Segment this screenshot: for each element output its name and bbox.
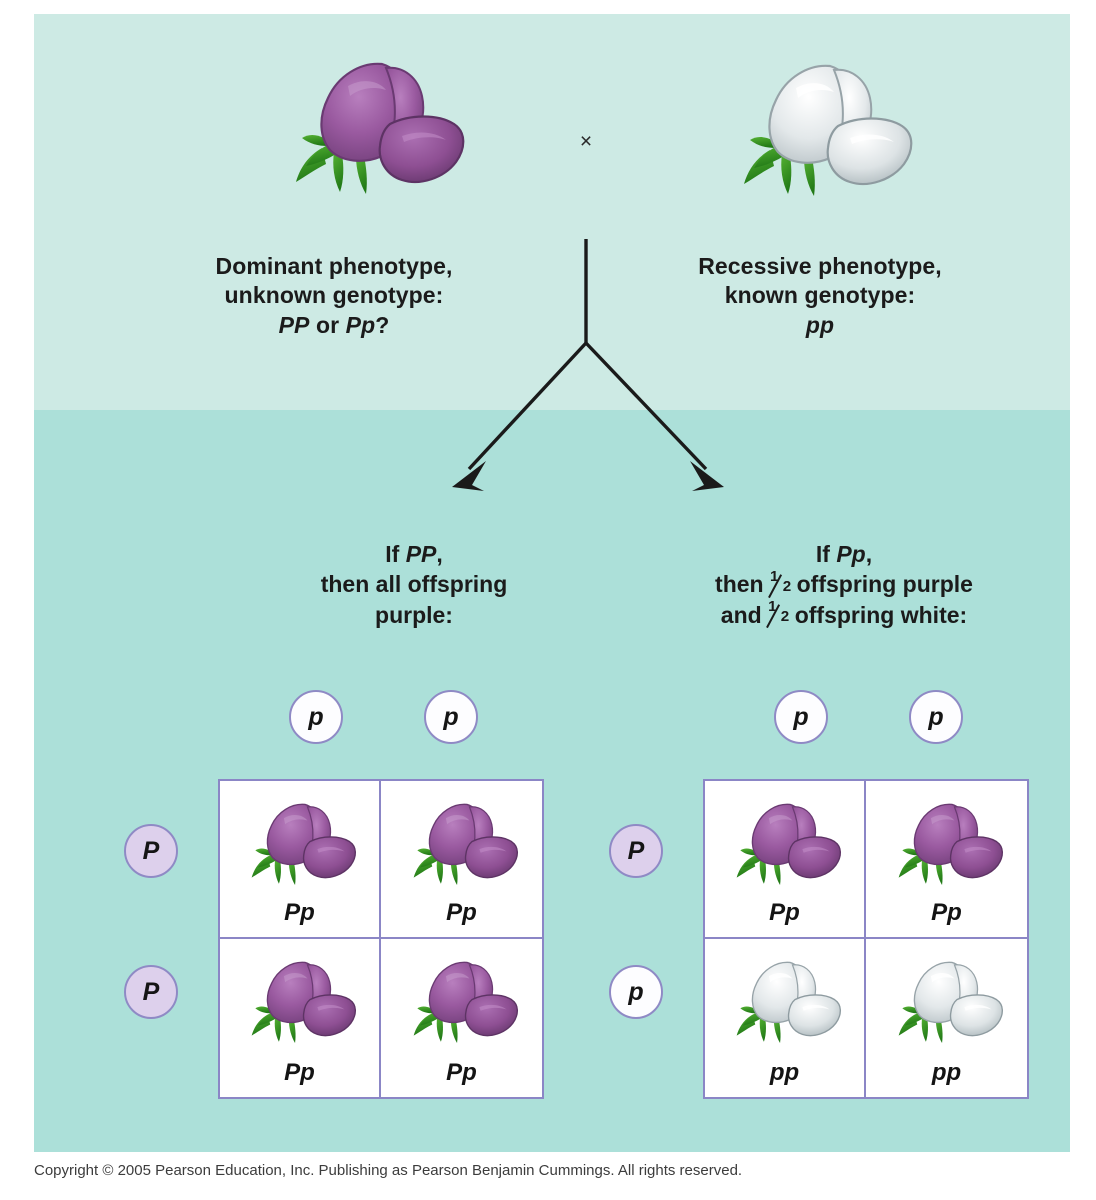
- recessive-caption-line1: Recessive phenotype,: [698, 253, 942, 279]
- dominant-genotype-conjunction: or: [309, 311, 346, 338]
- upper-background-band: [34, 14, 1070, 410]
- pp-het-line2-suffix: offspring purple: [790, 571, 973, 598]
- dominant-caption-line1: Dominant phenotype,: [215, 253, 453, 279]
- pp-punnett-grid: Pp Pp Pp Pp: [218, 779, 544, 1099]
- dominant-caption-genotype: PP or Pp?: [144, 311, 524, 340]
- pp-cell-4-flower: [407, 955, 531, 1047]
- pp-branch-if: If: [385, 541, 406, 567]
- pp-het-top-allele-2: p: [909, 690, 963, 744]
- pp-cell-1-flower: [245, 797, 369, 889]
- pp-side-allele-1: P: [124, 824, 178, 878]
- pp-branch-genotype: PP: [405, 541, 437, 567]
- pp-cell-2-flower: [407, 797, 531, 889]
- pp-het-cell-4-genotype: pp: [931, 1059, 962, 1086]
- pp-top-allele-1: p: [289, 690, 343, 744]
- pp-branch-comma: ,: [436, 541, 443, 567]
- pp-het-cell-2-flower: [892, 797, 1016, 889]
- recessive-caption-line2: known genotype:: [724, 282, 916, 309]
- dominant-genotype-option-2: Pp: [345, 311, 376, 338]
- pp-het-cell-1-flower: [730, 797, 854, 889]
- dominant-caption-line2: unknown genotype:: [224, 282, 444, 309]
- fraction-denominator: 2: [782, 577, 792, 595]
- pp-branch-line3: purple:: [375, 601, 453, 628]
- pp-cell-4: Pp: [381, 939, 542, 1097]
- pp-cell-2-genotype: Pp: [446, 899, 477, 926]
- pp-het-cell-4: pp: [866, 939, 1027, 1097]
- recessive-parent-flower: [734, 54, 934, 204]
- recessive-parent-caption: Recessive phenotype, known genotype: pp: [630, 252, 1010, 340]
- pp-het-branch-comma: ,: [865, 541, 873, 567]
- pp-het-cell-2: Pp: [866, 781, 1027, 939]
- pp-het-branch-line1: If Pp,: [644, 539, 1044, 569]
- pp-het-cell-1: Pp: [705, 781, 866, 939]
- fraction-numerator: 1: [770, 567, 779, 585]
- pp-het-side-allele-1: P: [609, 824, 663, 878]
- pp-cell-4-genotype: Pp: [446, 1059, 477, 1086]
- pp-het-punnett-square: p p P p Pp Pp pp: [579, 669, 1039, 1099]
- pp-cell-1: Pp: [220, 781, 381, 939]
- pp-het-branch-if: If: [815, 541, 837, 567]
- cross-branch-arrows: [452, 239, 724, 491]
- dominant-genotype-option-1: PP: [278, 311, 310, 338]
- dominant-genotype-question: ?: [375, 311, 390, 338]
- dominant-parent-flower: [286, 52, 486, 202]
- pp-het-punnett-grid: Pp Pp pp pp: [703, 779, 1029, 1099]
- pp-cell-3-flower: [245, 955, 369, 1047]
- pp-het-top-allele-1: p: [774, 690, 828, 744]
- pp-het-side-allele-2: p: [609, 965, 663, 1019]
- pp-het-line3-prefix: and: [720, 601, 769, 628]
- pp-het-cell-2-genotype: Pp: [931, 899, 962, 926]
- pp-het-cell-3-genotype: pp: [769, 1059, 800, 1086]
- pp-het-line3-suffix: offspring white:: [788, 601, 968, 628]
- pp-het-cell-4-flower: [892, 955, 1016, 1047]
- pp-het-cell-3-flower: [730, 955, 854, 1047]
- pp-cell-1-genotype: Pp: [284, 899, 315, 926]
- pp-het-line2-prefix: then: [715, 571, 770, 598]
- pp-punnett-square: p p P P Pp Pp Pp: [94, 669, 554, 1099]
- pp-branch-line1: If PP,: [254, 539, 574, 569]
- pp-branch-caption: If PP, then all offspring purple:: [254, 539, 574, 630]
- cross-symbol: ×: [579, 130, 593, 153]
- copyright-notice: Copyright © 2005 Pearson Education, Inc.…: [34, 1162, 743, 1179]
- fraction-denominator: 2: [780, 607, 790, 625]
- pp-het-cell-1-genotype: Pp: [769, 899, 800, 926]
- pp-het-cell-3: pp: [705, 939, 866, 1097]
- figure-panel: × Dominant phenotype, unknown genotype: …: [34, 14, 1070, 1152]
- pp-cell-3-genotype: Pp: [284, 1059, 315, 1086]
- pp-het-branch-genotype: Pp: [836, 541, 866, 567]
- recessive-caption-genotype: pp: [805, 311, 835, 338]
- pp-cell-3: Pp: [220, 939, 381, 1097]
- pp-top-allele-2: p: [424, 690, 478, 744]
- pp-cell-2: Pp: [381, 781, 542, 939]
- dominant-parent-caption: Dominant phenotype, unknown genotype: PP…: [144, 252, 524, 340]
- fraction-numerator: 1: [768, 598, 777, 615]
- pp-side-allele-2: P: [124, 965, 178, 1019]
- pp-branch-line2: then all offspring: [320, 571, 508, 598]
